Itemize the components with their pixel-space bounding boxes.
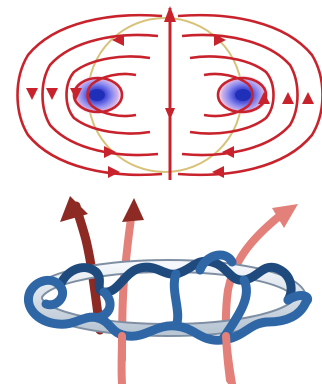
arrowhead xyxy=(282,92,294,104)
arrowhead xyxy=(26,88,38,100)
right-salmon-arrow xyxy=(226,214,282,380)
arrowhead xyxy=(302,92,314,104)
center-salmon-arrowhead xyxy=(122,198,144,222)
center-arrow-top xyxy=(164,6,176,22)
left-outer-arc xyxy=(0,21,160,30)
right-arrow-front xyxy=(226,336,232,384)
coil-twist-2 xyxy=(174,274,177,326)
arrowhead xyxy=(108,166,120,178)
arrowhead xyxy=(46,88,58,100)
arrowhead xyxy=(222,146,234,158)
top-field-panel xyxy=(0,6,322,180)
bottom-coil-panel xyxy=(28,196,307,384)
center-arrow-mid xyxy=(165,108,175,120)
arrowhead xyxy=(212,166,224,178)
